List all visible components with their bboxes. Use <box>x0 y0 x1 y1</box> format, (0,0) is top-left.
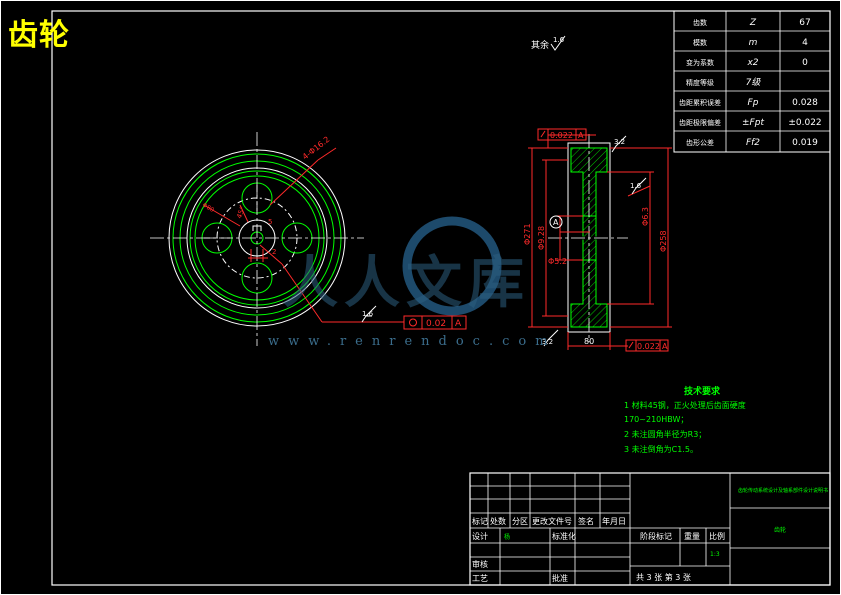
side-ra-top-label: 3.2 <box>614 138 625 146</box>
param-val: 0.019 <box>792 138 818 148</box>
tb-scale-val: 1:3 <box>710 551 720 558</box>
tb-process: 工艺 <box>472 574 488 583</box>
param-sym: Ff2 <box>746 138 760 148</box>
angle-dim-label: 45° <box>235 205 247 219</box>
side-view: Φ271 Φ9.28 Φ5.2 Φ6.3 Φ258 80 A 3.2 1.6 3… <box>523 128 672 352</box>
param-name: 模数 <box>693 38 707 47</box>
tech-line-3: 2 未注圆角半径为R3； <box>624 429 706 439</box>
tb-sign: 签名 <box>578 516 594 526</box>
front-roughness-symbol: 1.6 <box>361 305 377 323</box>
tb-weight: 重量 <box>684 531 700 541</box>
tb-mark: 标记 <box>472 516 488 526</box>
front-roughness-label: 1.6 <box>362 310 374 318</box>
side-tip-dia: Φ271 <box>523 223 532 245</box>
tb-stage: 阶段标记 <box>640 531 672 541</box>
tech-line-4: 3 未注倒角为C1.5。 <box>624 444 698 454</box>
front-tol-value: 0.02 <box>426 319 446 329</box>
param-name: 齿数 <box>693 18 707 27</box>
section-bottom <box>570 259 608 328</box>
watermark-emblem <box>402 216 502 316</box>
param-sym: Fp <box>748 98 759 108</box>
side-roughness-right: 1.6 <box>630 177 647 195</box>
side-tol-top-datum: A <box>578 131 584 140</box>
side-tol-bottom-value: 0.022 <box>637 342 660 351</box>
side-tolerance-top: 0.022 A <box>537 128 587 141</box>
param-val: 0 <box>802 58 808 68</box>
param-sym: x2 <box>746 58 758 68</box>
side-hub-dia: Φ9.28 <box>537 226 546 250</box>
param-sym: Z <box>749 18 757 28</box>
side-tol-top-value: 0.022 <box>550 131 573 140</box>
param-sym: ±Fpt <box>742 118 764 128</box>
tb-review: 审核 <box>472 559 488 569</box>
tech-heading: 技术要求 <box>684 385 721 397</box>
side-inner-dia: Φ6.3 <box>641 207 650 226</box>
tb-sheets: 共 3 张 第 3 张 <box>636 572 691 582</box>
watermark-url: www.renrendoc.com <box>268 334 557 349</box>
param-val: ±0.022 <box>788 118 821 128</box>
front-dimensions <box>203 147 404 323</box>
title-block <box>469 472 831 586</box>
param-name: 齿距极限偏差 <box>679 118 721 127</box>
tb-docno: 更改文件号 <box>532 516 572 526</box>
side-tolerance-bottom: 0.022 A <box>625 339 669 352</box>
side-dimensions <box>528 130 672 350</box>
tb-scale: 比例 <box>709 531 725 541</box>
tb-design-name: 杨 <box>504 533 510 541</box>
tb-standard: 标准化 <box>552 531 576 541</box>
tb-zone: 分区 <box>512 517 528 526</box>
param-val: 0.028 <box>792 98 818 108</box>
hole-dim-label: 4-Φ16.2 <box>301 135 332 162</box>
keyway-width-label: 5 <box>268 218 272 226</box>
param-name: 精度等级 <box>686 78 714 87</box>
front-centerlines <box>150 132 364 346</box>
tech-line-1: 1 材料45钢，正火处理后齿面硬度 <box>624 400 746 410</box>
side-tol-bottom-datum: A <box>662 342 668 351</box>
tb-school: 齿轮传动系统设计及轴系部件设计说明书 <box>738 487 828 494</box>
drawing-title: 齿轮 <box>8 18 70 53</box>
title-block-text: 标记 处数 分区 更改文件号 签名 年月日 设计 杨 标准化 阶段标记 重量 比… <box>472 487 828 583</box>
param-name: 齿距累积误差 <box>679 98 721 107</box>
param-val: 67 <box>799 18 810 28</box>
front-view: 4-Φ16.2 Φ80 45° 2 5 1.6 0.02 A <box>150 132 502 346</box>
side-root-dia: Φ258 <box>659 230 668 252</box>
tb-design: 设计 <box>472 531 488 541</box>
front-tol-datum: A <box>455 319 462 329</box>
side-ra-right-label: 1.6 <box>630 182 642 190</box>
param-name: 变为系数 <box>686 58 714 67</box>
tb-approve: 批准 <box>552 573 568 583</box>
general-roughness: 其余 1.6 <box>531 35 566 51</box>
param-val: 4 <box>802 38 808 48</box>
tb-part: 齿轮 <box>774 526 786 534</box>
inner-frame <box>51 10 831 586</box>
keyway-dim-label: 2 <box>272 248 276 256</box>
tb-count: 处数 <box>490 516 506 526</box>
side-bore-dia: Φ5.2 <box>548 257 567 266</box>
side-width-label: 80 <box>584 337 594 346</box>
front-tolerance-frame: 0.02 A <box>403 315 467 330</box>
datum-bubble <box>549 215 563 229</box>
tech-line-2: 170~210HBW； <box>624 415 688 424</box>
general-roughness-value: 1.6 <box>553 36 565 44</box>
tech-requirements: 技术要求 1 材料45钢，正火处理后齿面硬度 170~210HBW； 2 未注圆… <box>624 385 746 454</box>
param-sym: 7级 <box>746 77 762 88</box>
param-name: 齿形公差 <box>686 138 714 147</box>
pcd-dim-label: Φ80 <box>201 202 215 214</box>
param-table <box>673 10 831 153</box>
side-roughness-top: 3.2 <box>611 135 627 153</box>
datum-label: A <box>553 218 559 227</box>
param-sym: m <box>749 38 758 48</box>
watermark-brand: 人人文库 <box>282 251 530 316</box>
side-roughness-bottom: 3.2 <box>542 329 559 347</box>
general-roughness-label: 其余 <box>531 39 549 51</box>
tb-date: 年月日 <box>602 516 626 526</box>
side-centerlines <box>548 134 628 342</box>
side-ra-bottom-label: 3.2 <box>542 338 553 346</box>
